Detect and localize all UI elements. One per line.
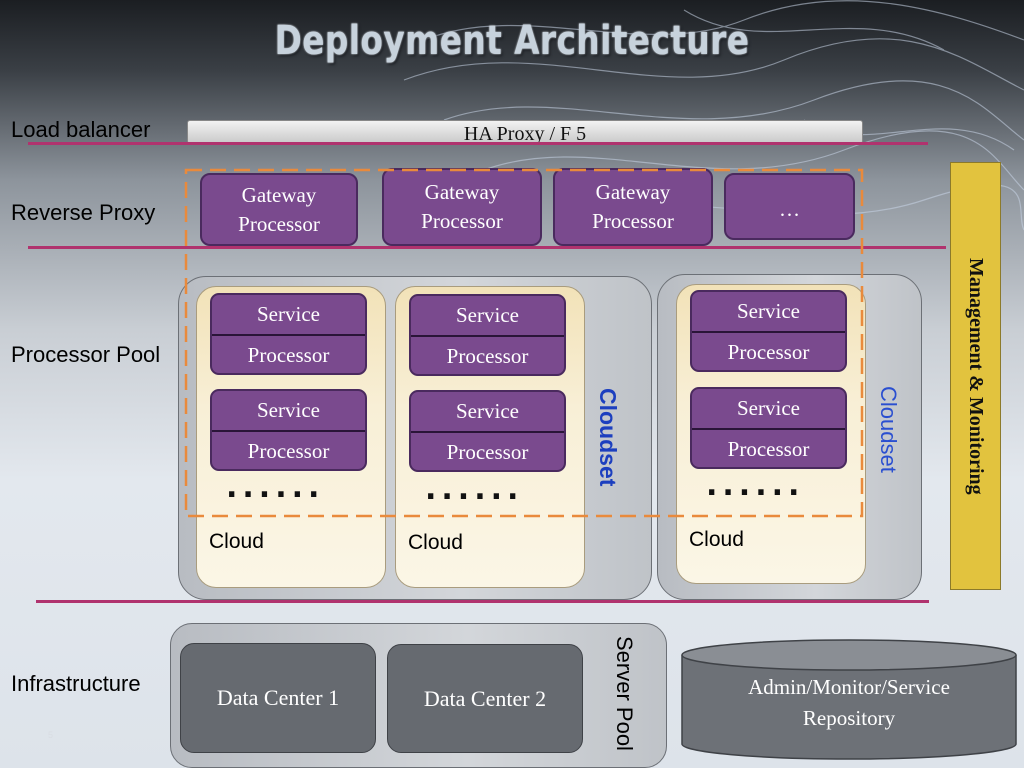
gateway-processor: Gateway Processor [200, 173, 358, 246]
gateway-more-ellipsis: … [779, 197, 800, 221]
service-processor-line1: Service [212, 295, 365, 336]
more-processors-dots: ...... [226, 470, 325, 505]
service-processor-line2: Processor [446, 344, 529, 368]
cloudset-label: Cloudset [595, 388, 621, 487]
dashed-boundary [184, 168, 864, 518]
service-processor-line2: Processor [446, 440, 529, 464]
service-processor-line1: Service [212, 391, 365, 432]
management-monitoring-bar: Management & Monitoring [950, 162, 1001, 590]
cloud-label: Cloud [689, 528, 744, 551]
server-pool-label: Server Pool [612, 636, 637, 751]
service-processor-line1: Service [411, 296, 564, 337]
ha-proxy-bar: HA Proxy / F 5 [187, 120, 863, 145]
gateway-processor-line2: Processor [421, 209, 503, 233]
page-number: 5 [48, 730, 54, 740]
gateway-processor-line1: Gateway [241, 182, 317, 207]
service-processor-line1: Service [411, 392, 564, 433]
data-center-1: Data Center 1 [180, 643, 376, 753]
layer-label-reverse-proxy: Reverse Proxy [11, 200, 156, 225]
gateway-processor: Gateway Processor [553, 168, 713, 246]
service-processor: Service Processor [409, 294, 566, 376]
repository-label-line1: Admin/Monitor/Service [748, 675, 950, 699]
data-center-2: Data Center 2 [387, 644, 583, 753]
service-processor-line2: Processor [727, 437, 810, 461]
gateway-processor-more: … [724, 173, 855, 240]
service-processor: Service Processor [210, 389, 367, 471]
service-processor-line2: Processor [727, 340, 810, 364]
management-monitoring-label: Management & Monitoring [965, 257, 987, 495]
service-processor-line2: Processor [247, 439, 330, 463]
cloud-label: Cloud [408, 531, 463, 554]
divider-line-reverse-proxy [28, 246, 946, 249]
layer-label-processor-pool: Processor Pool [11, 342, 161, 367]
gateway-processor-line1: Gateway [595, 180, 671, 204]
repository-label-line2: Repository [802, 706, 896, 730]
repository-label: Admin/Monitor/Service Repository [682, 672, 1016, 734]
divider-line-processor-pool [36, 600, 929, 603]
more-processors-dots: ...... [425, 472, 524, 507]
cloudset-label: Cloudset [876, 386, 901, 473]
cloud-label: Cloud [209, 530, 264, 553]
gateway-processor-line2: Processor [592, 209, 674, 233]
gateway-processor-line1: Gateway [424, 180, 500, 204]
repository-cylinder [681, 639, 1017, 760]
service-processor-line1: Service [692, 389, 845, 430]
service-processor: Service Processor [210, 293, 367, 375]
gateway-processor-line2: Processor [238, 211, 320, 236]
service-processor: Service Processor [409, 390, 566, 472]
service-processor-line2: Processor [247, 343, 330, 367]
service-processor-line1: Service [692, 292, 845, 333]
service-processor: Service Processor [690, 387, 847, 469]
service-processor: Service Processor [690, 290, 847, 372]
page-title: Deployment Architecture [274, 18, 750, 64]
divider-line-load-balancer [28, 142, 928, 145]
more-processors-dots: ...... [706, 468, 805, 503]
layer-label-load-balancer: Load balancer [11, 117, 151, 142]
layer-label-infrastructure: Infrastructure [11, 671, 141, 696]
gateway-processor: Gateway Processor [382, 168, 542, 246]
